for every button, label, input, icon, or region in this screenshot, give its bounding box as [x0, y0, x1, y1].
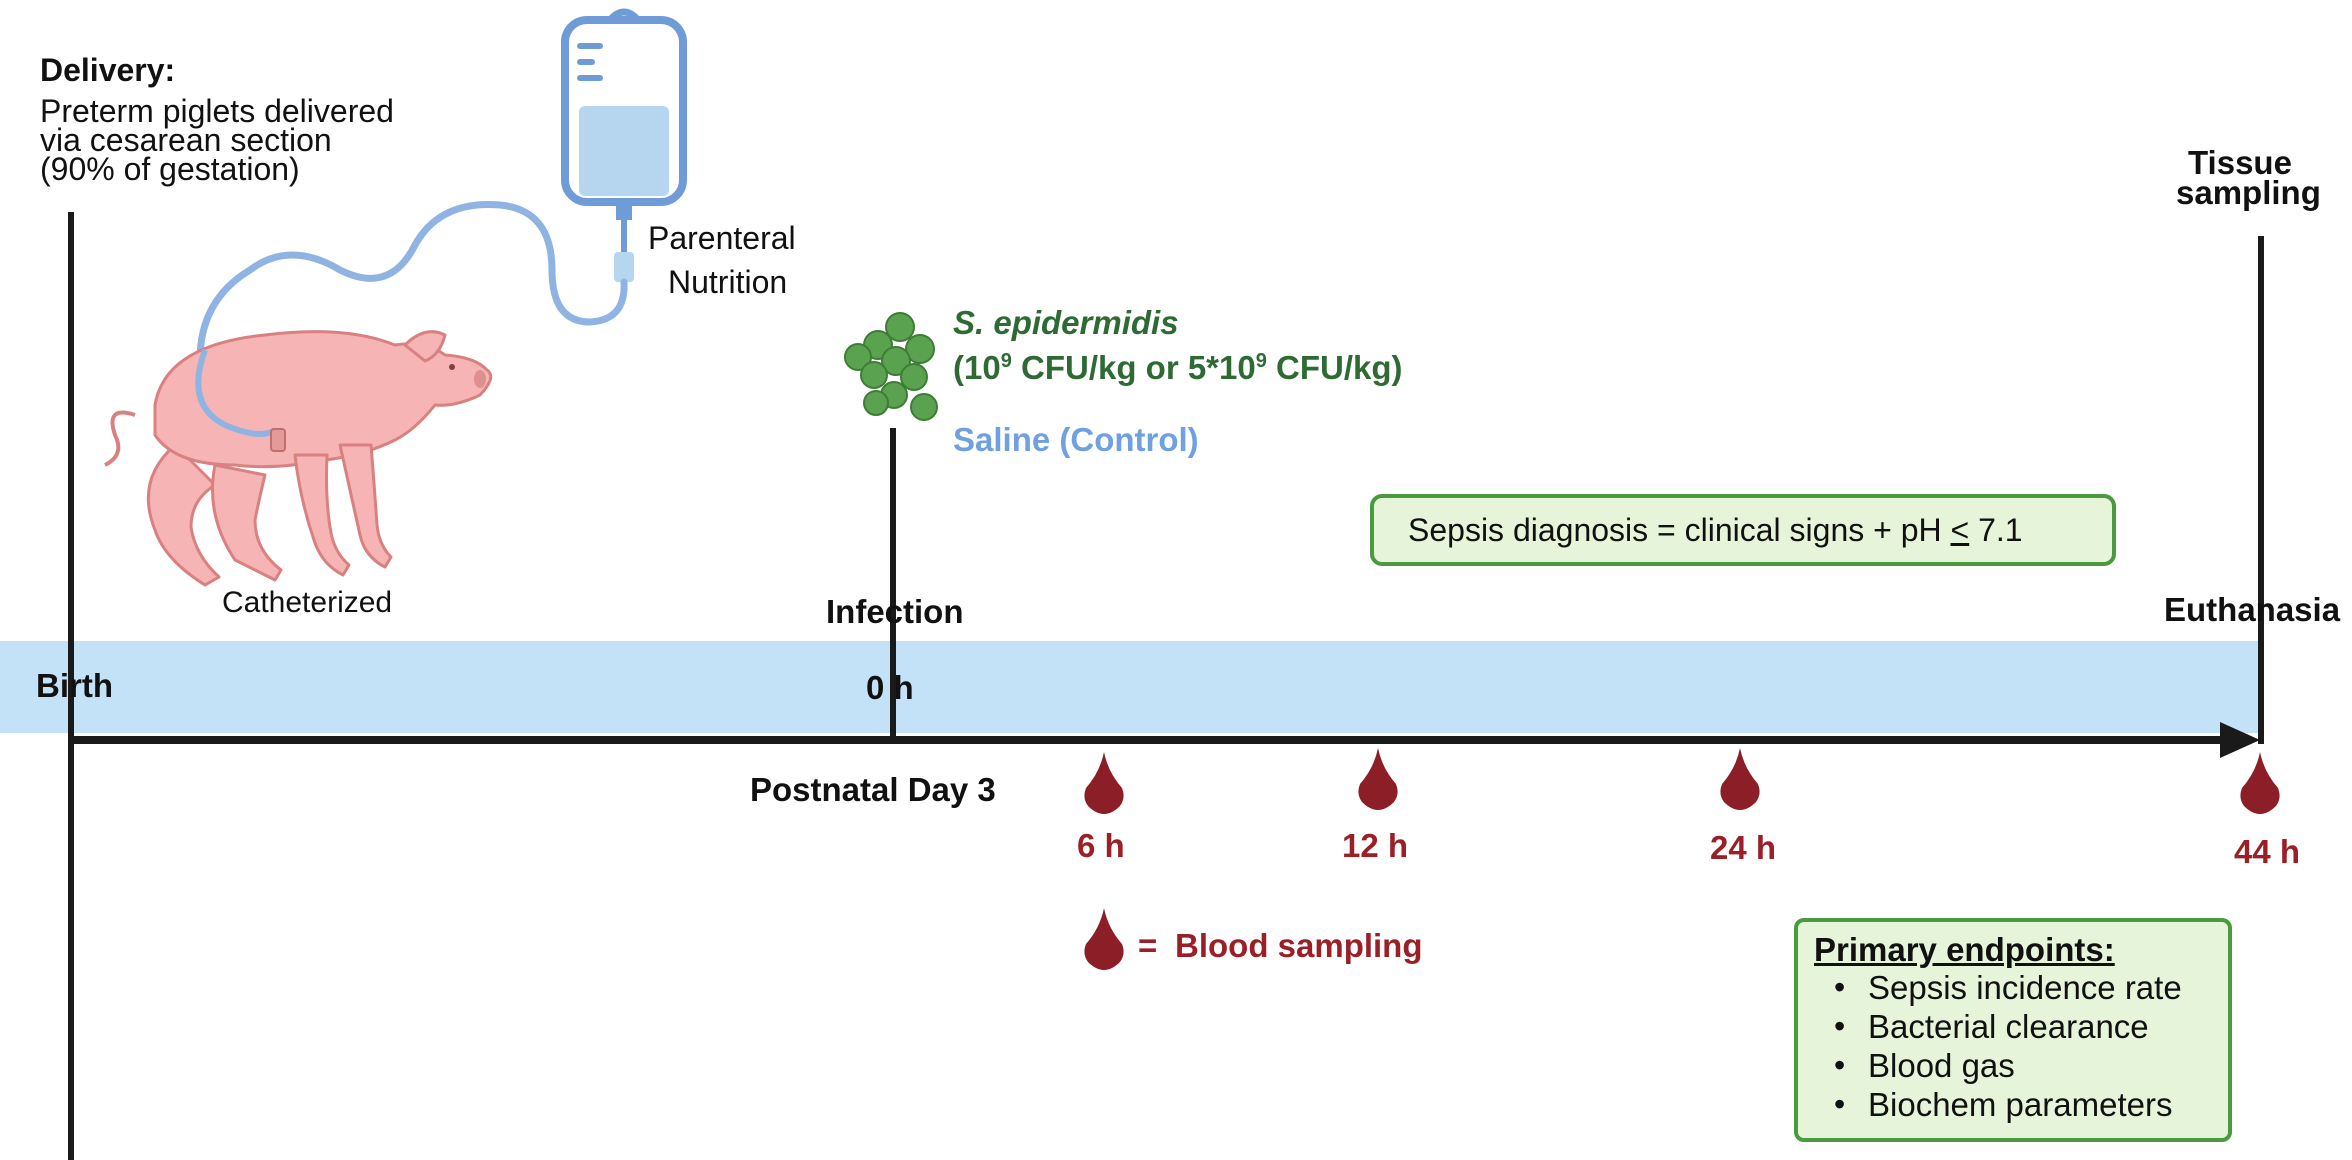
birth-label: Birth — [36, 667, 113, 704]
euthanasia-line — [2258, 236, 2264, 744]
blood-drop-icon — [2240, 752, 2280, 814]
infection-line — [890, 428, 896, 740]
blood-time-12h: 12 h — [1342, 827, 1409, 864]
blood-time-6h: 6 h — [1077, 827, 1125, 864]
endpoint-item: Bacterial clearance — [1798, 1007, 2182, 1046]
tissue-label-line-1: Tissue — [2188, 144, 2292, 181]
timeline-axis-arrow — [68, 722, 2260, 758]
delivery-line-2: via cesarean section — [40, 122, 332, 158]
primary-endpoints-box: Primary endpoints: Sepsis incidence rate… — [1794, 918, 2232, 1142]
sepsis-diagnosis-box: Sepsis diagnosis = clinical signs + pH <… — [1370, 494, 2116, 566]
blood-time-24h: 24 h — [1710, 829, 1777, 866]
blood-drop-icon — [1084, 908, 1124, 970]
iv-bag-icon — [196, 8, 687, 414]
control-label: Saline (Control) — [953, 421, 1199, 458]
tissue-label-line-2: sampling — [2176, 174, 2321, 211]
zero-hour-label: 0 h — [866, 669, 914, 706]
endpoints-title: Primary endpoints: — [1814, 931, 2115, 968]
legend-equals: = — [1138, 927, 1158, 964]
timeline-band — [0, 641, 2262, 733]
dose-label: (109 CFU/kg or 5*109 CFU/kg) — [953, 349, 1403, 386]
nutrition-line-2: Nutrition — [668, 264, 788, 300]
catheterized-label: Catheterized — [222, 586, 393, 619]
delivery-heading: Delivery: — [40, 52, 176, 88]
infection-label: Infection — [826, 593, 964, 630]
blood-time-44h: 44 h — [2234, 833, 2301, 870]
euthanasia-label: Euthanasia — [2164, 591, 2341, 628]
piglet-icon — [104, 330, 493, 587]
sepsis-diagnosis-text: Sepsis diagnosis = clinical signs + pH <… — [1408, 512, 2023, 548]
endpoint-item: Sepsis incidence rate — [1798, 968, 2182, 1007]
organism-label: S. epidermidis — [953, 304, 1179, 341]
bacteria-cluster-icon — [844, 312, 938, 421]
blood-drop-icon — [1358, 748, 1398, 810]
legend-blood-sampling: Blood sampling — [1175, 927, 1423, 964]
birth-line — [68, 212, 74, 1160]
endpoints-list: Sepsis incidence rate Bacterial clearanc… — [1798, 968, 2182, 1124]
delivery-line-3: (90% of gestation) — [40, 151, 300, 187]
delivery-line-1: Preterm piglets delivered — [40, 93, 394, 129]
endpoint-item: Blood gas — [1798, 1046, 2182, 1085]
blood-drop-icon — [1084, 752, 1124, 814]
postnatal-day-label: Postnatal Day 3 — [750, 771, 996, 808]
endpoint-item: Biochem parameters — [1798, 1085, 2182, 1124]
nutrition-line-1: Parenteral — [648, 220, 796, 256]
blood-drop-icon — [1720, 748, 1760, 810]
